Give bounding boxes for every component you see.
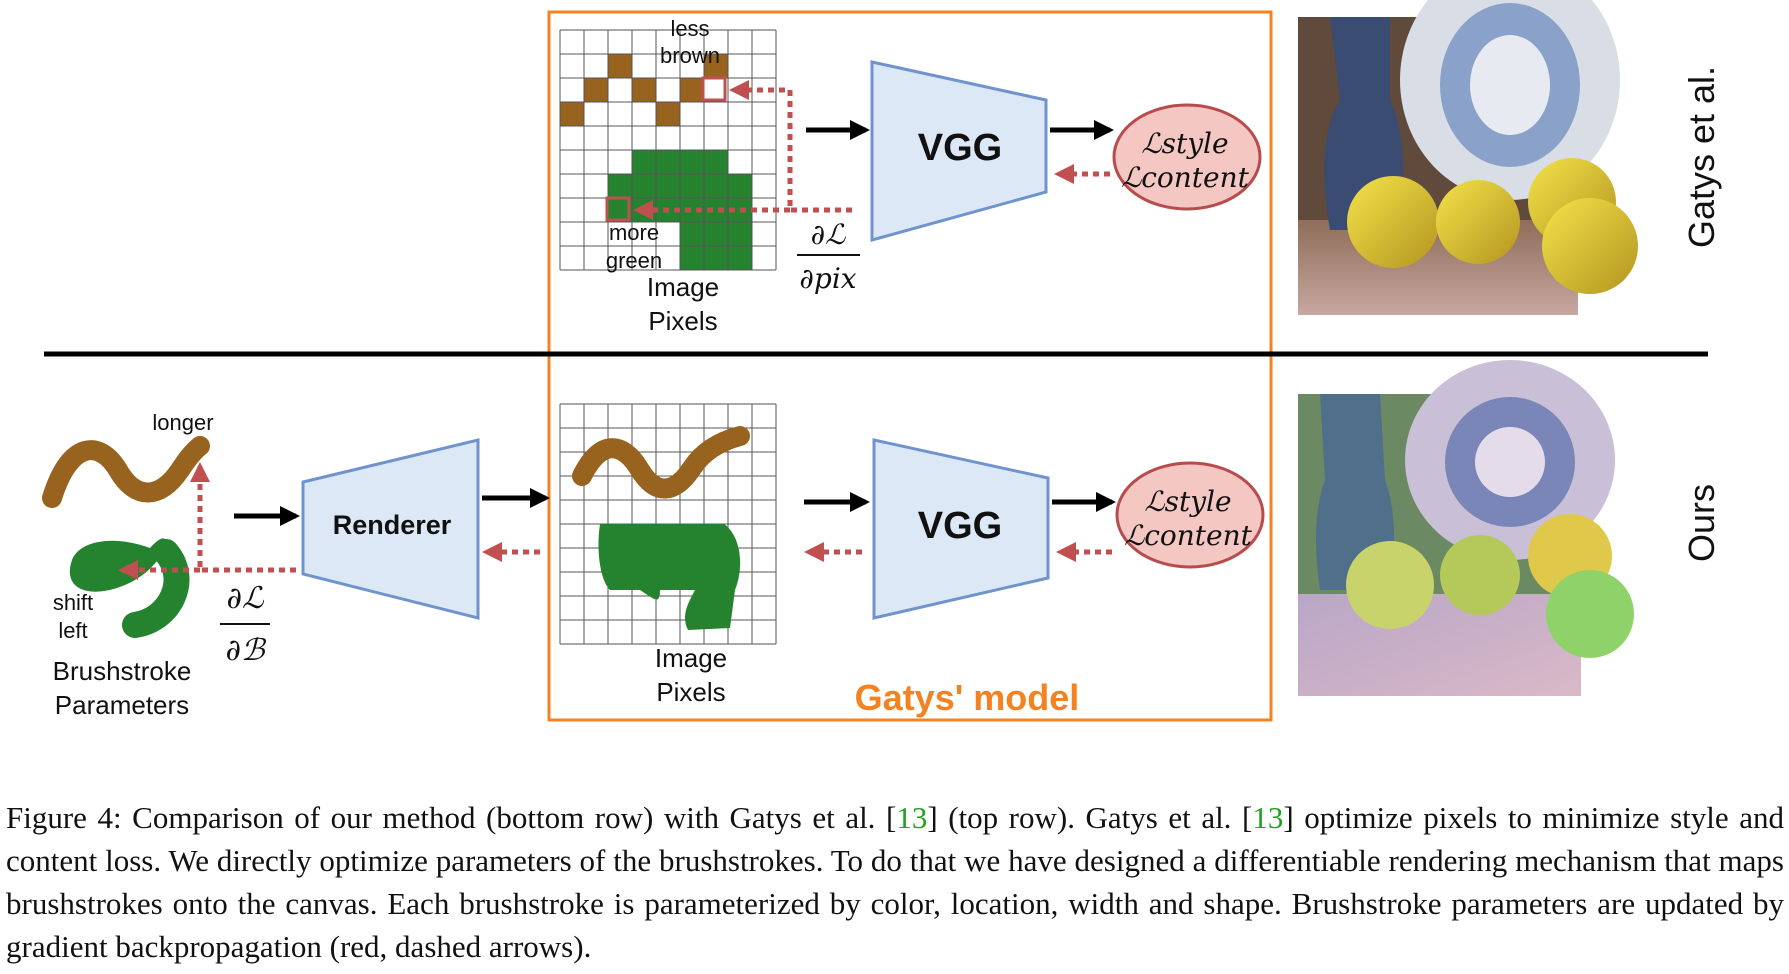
top-vgg-label: VGG [918,127,1002,169]
top-vgg-block [870,60,1048,242]
bottom-grad-denominator: ∂ℬ [225,633,267,668]
green-brushstroke-tail [122,539,190,638]
citation-link-2[interactable]: 13 [1252,800,1284,835]
brushstroke-params-line1: Brushstroke [53,656,192,686]
grid-pixel [656,150,680,174]
grid-pixel [656,174,680,198]
bottom-image-pixels-line2: Pixels [656,677,725,707]
green-brushstroke [69,538,166,592]
bottom-backprop-arrow-params [190,462,296,573]
grid-pixel [680,246,704,270]
ours-side-label: Ours [1681,484,1722,562]
grid-pixel [632,174,656,198]
grid-pixel [704,54,728,78]
grid-pixel [704,222,728,246]
bottom-vgg-label: VGG [918,505,1002,547]
top-grad-denominator: ∂pix [799,262,856,295]
grid-pixel [584,78,608,102]
shift-left-label-line2: left [58,618,87,643]
bottom-green-shape-on-grid [598,524,741,630]
grid-pixel [680,150,704,174]
grid-pixel [728,174,752,198]
bottom-loss-ellipse [1115,461,1265,569]
bottom-loss-style: ℒstyle [1144,485,1231,518]
bottom-grad-numerator: ∂ℒ [226,581,265,616]
grid-pixel [560,102,584,126]
grid-pixel [680,222,704,246]
renderer-label: Renderer [333,510,452,540]
top-image-pixels-line2: Pixels [648,306,717,336]
grid-pixel [632,78,656,102]
grid-pixel [704,150,728,174]
grid-pixel [608,54,632,78]
grid-pixel [704,174,728,198]
grid-pixel [680,174,704,198]
caption-suffix: ] optimize pixels to minimize style and … [6,800,1784,964]
citation-link-1[interactable]: 13 [896,800,928,835]
grid-pixel [680,78,704,102]
more-green-pixel-highlight [605,196,631,222]
grid-pixel [656,102,680,126]
less-brown-pixel-highlight [701,76,727,102]
top-loss-content: ℒcontent [1121,161,1250,194]
top-backprop-arrow [729,80,852,213]
gatys-model-label: Gatys' model [855,677,1080,718]
top-loss-ellipse [1112,103,1262,211]
bottom-loss-content: ℒcontent [1124,519,1253,552]
top-pixel-grid [559,29,777,271]
bottom-image-pixels-line1: Image [655,643,727,673]
less-brown-label-line2: brown [660,43,720,68]
top-image-pixels-line1: Image [647,272,719,302]
gatys-side-label: Gatys et al. [1681,66,1722,248]
grid-pixel [704,246,728,270]
grid-pixel [728,246,752,270]
grid-pixel [632,150,656,174]
renderer-block [301,438,480,620]
caption-prefix: Figure 4: Comparison of our method (bott… [6,800,897,835]
less-brown-label-line1: less [670,16,709,41]
brown-brushstroke [42,436,210,508]
ours-result-painting [1298,360,1634,696]
more-green-label-line2: green [606,248,662,273]
figure: Gatys' model less brown more green Image… [42,0,1722,722]
shift-left-label-line1: shift [53,590,93,615]
longer-label: longer [152,410,213,435]
figure-caption: Figure 4: Comparison of our method (bott… [6,796,1784,968]
brushstroke-params-line2: Parameters [55,690,189,720]
top-grad-numerator: ∂ℒ [811,218,846,251]
more-green-label-line1: more [609,220,659,245]
bottom-brown-stroke-on-grid [572,426,750,499]
grid-pixel [728,222,752,246]
caption-mid: ] (top row). Gatys et al. [ [927,800,1253,835]
gatys-model-box [547,10,1273,722]
gatys-result-painting [1298,0,1638,315]
top-loss-style: ℒstyle [1141,127,1228,160]
bottom-vgg-block [872,438,1050,620]
grid-pixel [608,174,632,198]
